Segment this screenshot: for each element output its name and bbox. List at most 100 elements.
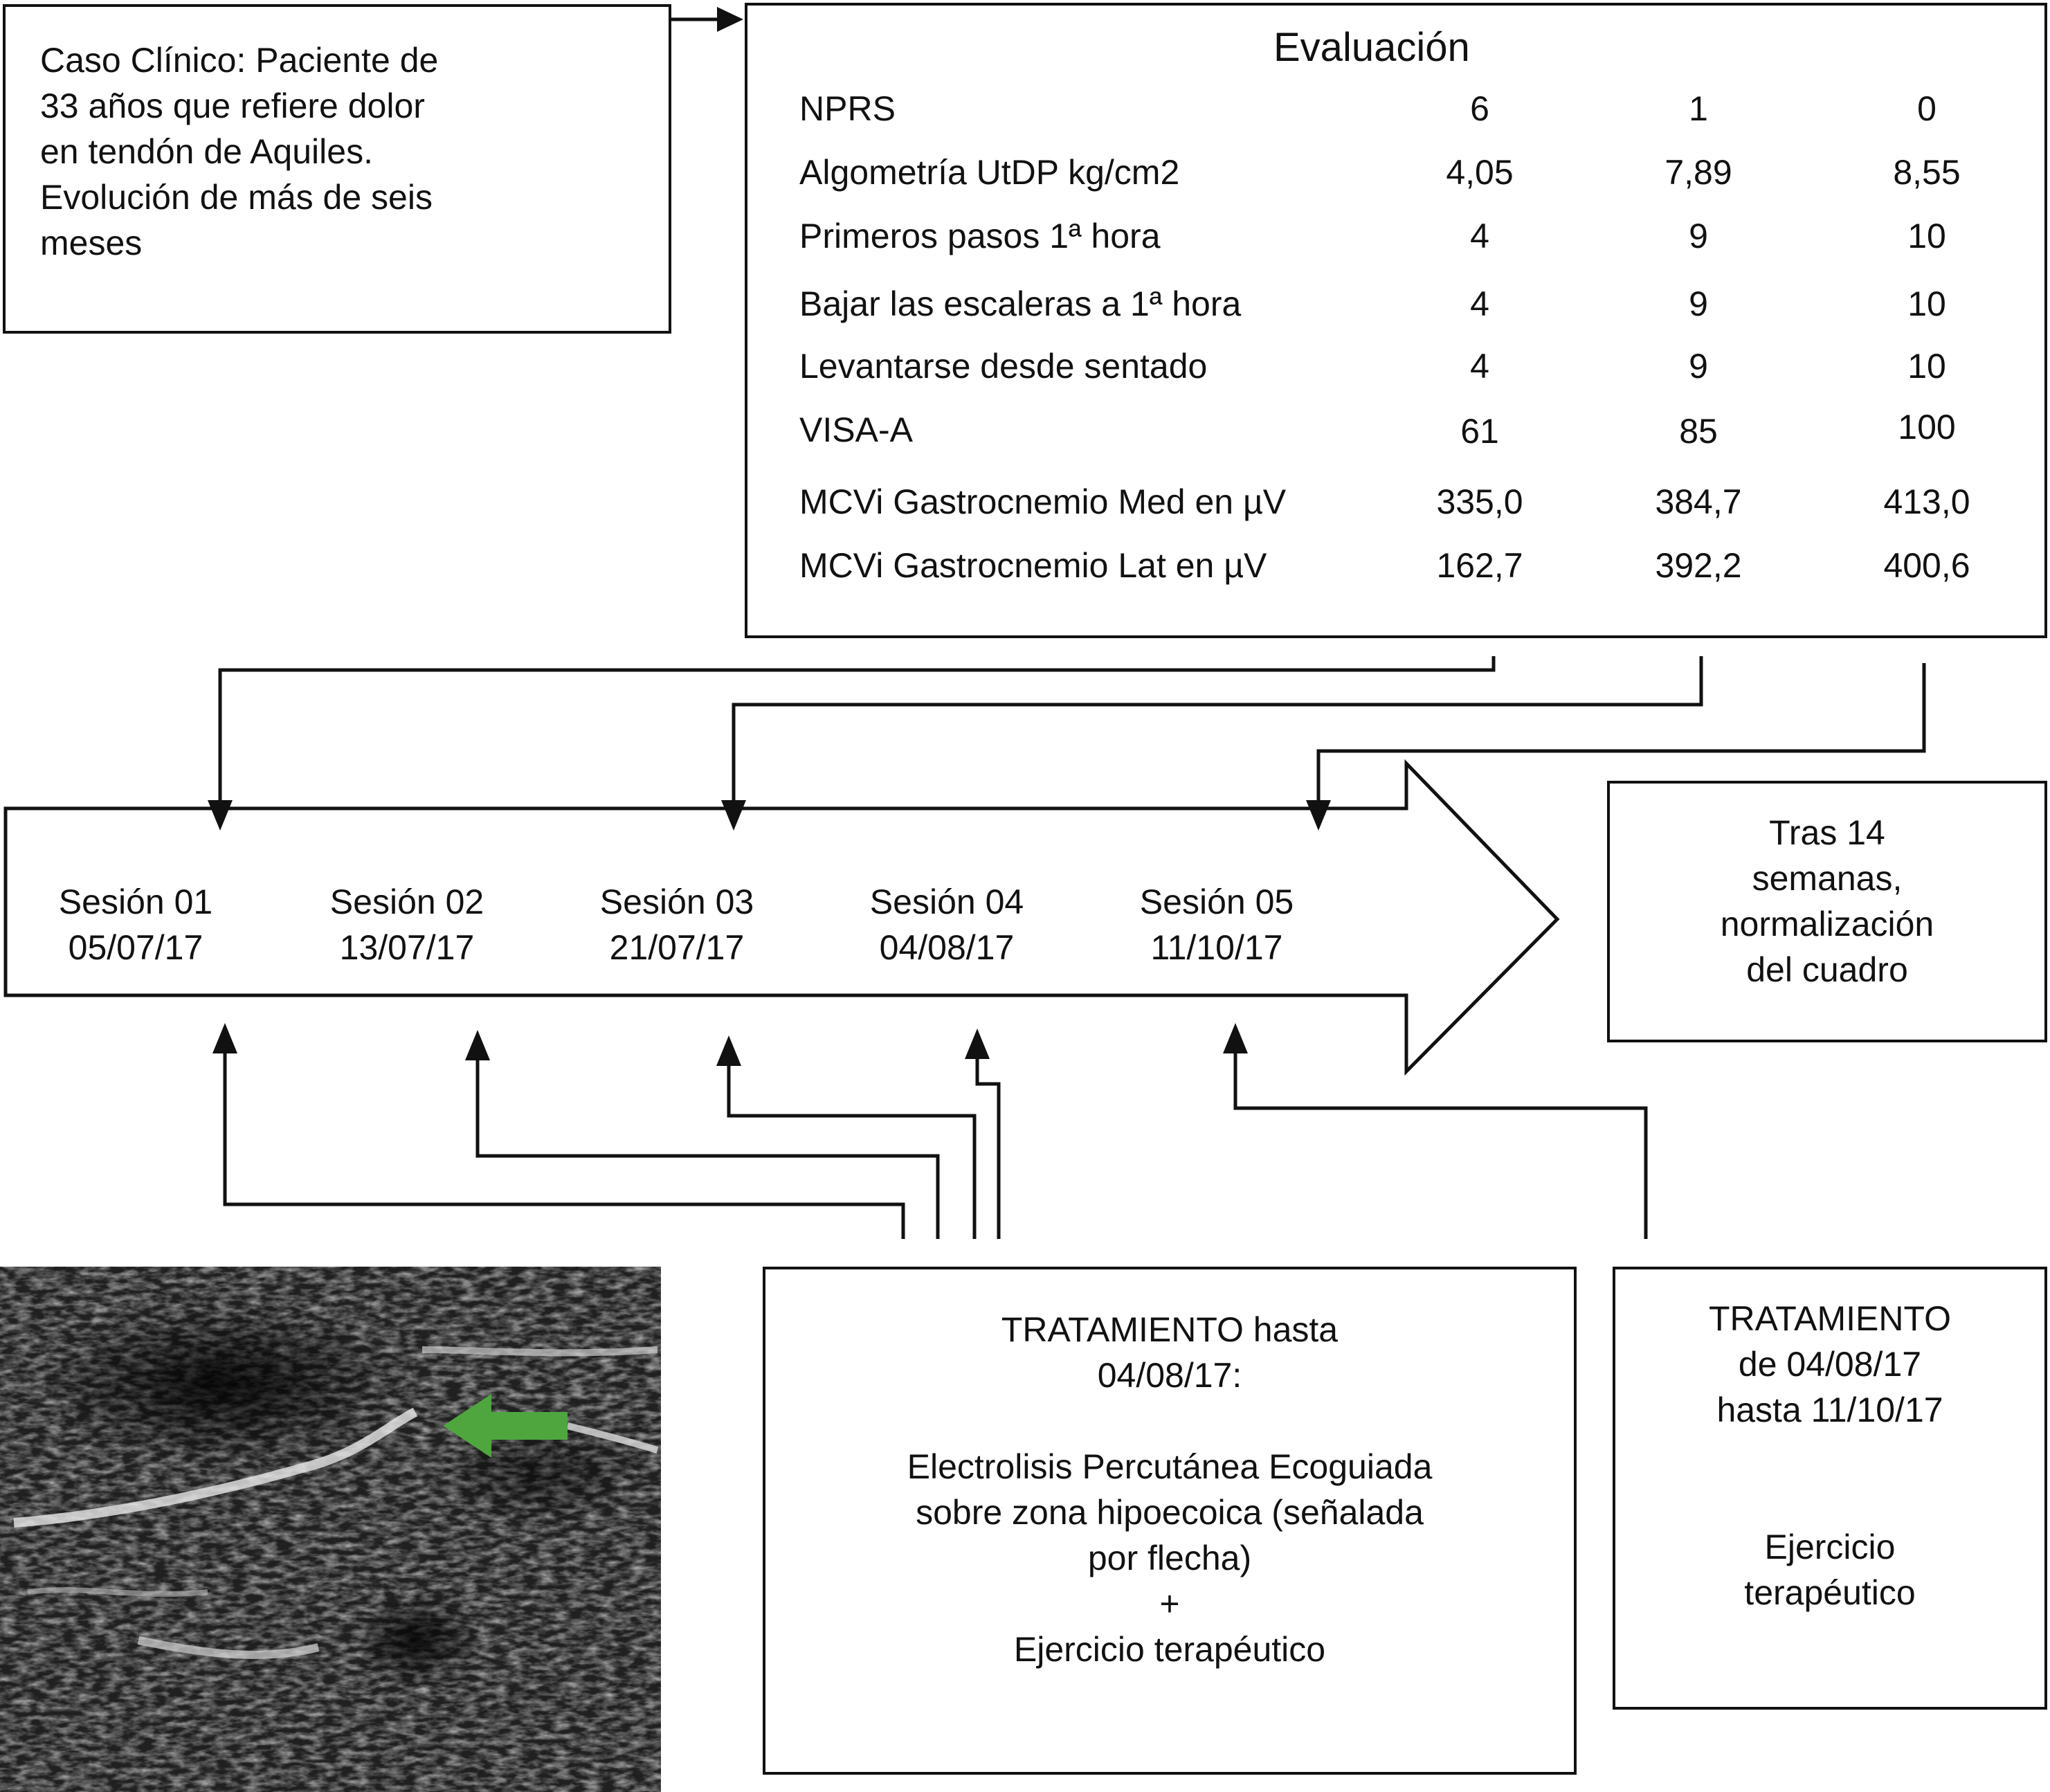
ultrasound-image [0, 1267, 661, 1792]
treatment-1-line: TRATAMIENTO hasta [1001, 1310, 1339, 1349]
evaluation-value: 9 [1689, 347, 1708, 386]
arrow-treatment1-to-session02 [475, 1059, 940, 1239]
evaluation-value: 10 [1907, 217, 1946, 255]
session-name: Sesión 02 [329, 883, 484, 921]
evaluation-row-label: Algometría UtDP kg/cm2 [799, 153, 1180, 192]
evaluation-title: Evaluación [1273, 25, 1470, 70]
outcome-text: Tras 14 semanas, normalización del cuadr… [1610, 810, 2044, 993]
evaluation-value: 85 [1679, 412, 1718, 451]
evaluation-value: 6 [1470, 89, 1489, 128]
arrowhead-session02-bottom [465, 1030, 490, 1060]
treatment-2-line: TRATAMIENTO [1709, 1299, 1951, 1338]
evaluation-value: 9 [1689, 284, 1708, 323]
session-05: Sesión 05 11/10/17 [1106, 879, 1327, 970]
case-box: Caso Clínico: Paciente de 33 años que re… [3, 4, 671, 334]
evaluation-value: 400,6 [1883, 546, 1970, 585]
session-date: 11/10/17 [1150, 928, 1283, 967]
treatment-1-line: sobre zona hipoecoica (señalada [916, 1493, 1424, 1532]
timeline-arrow [3, 759, 1560, 1076]
treatment-1-text: TRATAMIENTO hasta 04/08/17: Electrolisis… [765, 1307, 1574, 1672]
case-line: en tendón de Aquiles. [40, 132, 373, 171]
session-03: Sesión 03 21/07/17 [566, 879, 788, 970]
outcome-line: del cuadro [1746, 950, 1908, 989]
arrowhead-session04-bottom [965, 1029, 990, 1059]
arrow-treatment1-to-session01 [223, 1052, 905, 1239]
treatment-1-line: Ejercicio terapéutico [1013, 1630, 1326, 1669]
session-04: Sesión 04 04/08/17 [836, 879, 1058, 970]
session-name: Sesión 04 [869, 883, 1024, 921]
case-description: Caso Clínico: Paciente de 33 años que re… [40, 37, 438, 266]
evaluation-value: 4 [1470, 284, 1489, 323]
evaluation-value: 10 [1907, 347, 1946, 386]
evaluation-value: 7,89 [1665, 153, 1732, 192]
arrowhead-session03-top [721, 800, 746, 831]
evaluation-value: 413,0 [1883, 482, 1970, 521]
evaluation-row-label: MCVi Gastrocnemio Lat en µV [799, 546, 1267, 585]
evaluation-value: 1 [1689, 89, 1708, 128]
evaluation-value: 4 [1470, 347, 1489, 386]
treatment-2-line: hasta 11/10/17 [1716, 1391, 1943, 1429]
treatment-1-line: 04/08/17: [1097, 1356, 1242, 1395]
arrowhead-session03-bottom [716, 1035, 741, 1066]
evaluation-value: 9 [1689, 217, 1708, 255]
arrowhead-session01-top [208, 800, 233, 831]
evaluation-row-label: NPRS [799, 89, 896, 128]
arrow-eval-col3-to-session05 [1316, 663, 1926, 803]
evaluation-row-label: Levantarse desde sentado [799, 347, 1208, 386]
session-date: 05/07/17 [68, 928, 203, 967]
evaluation-value: 392,2 [1655, 546, 1742, 585]
arrow-treatment1-to-session03 [727, 1065, 977, 1239]
treatment-2-text: TRATAMIENTO de 04/08/17 hasta 11/10/17 E… [1615, 1296, 2044, 1615]
evaluation-row-label: Bajar las escaleras a 1ª hora [799, 284, 1242, 323]
case-line: 33 años que refiere dolor [40, 87, 425, 125]
arrow-eval-col1-to-session01 [218, 656, 1496, 803]
evaluation-value: 10 [1907, 284, 1946, 323]
arrowhead-session05-bottom [1223, 1023, 1248, 1053]
treatment-2-line [1615, 1433, 2044, 1478]
treatment-box-2: TRATAMIENTO de 04/08/17 hasta 11/10/17 E… [1613, 1267, 2047, 1710]
treatment-1-line: + [1159, 1584, 1180, 1623]
outcome-line: Tras 14 [1769, 813, 1885, 852]
treatment-1-line: Electrolisis Percutánea Ecoguiada [907, 1447, 1433, 1486]
outcome-line: semanas, [1752, 859, 1903, 898]
evaluation-value: 8,55 [1893, 153, 1961, 192]
session-name: Sesión 03 [599, 883, 754, 921]
session-name: Sesión 01 [58, 883, 213, 921]
arrow-eval-col2-to-session03 [732, 656, 1703, 803]
session-date: 13/07/17 [339, 928, 475, 967]
ultrasound-texture [0, 1267, 661, 1792]
treatment-box-1: TRATAMIENTO hasta 04/08/17: Electrolisis… [763, 1267, 1577, 1775]
treatment-1-line: por flecha) [1087, 1539, 1252, 1577]
session-date: 04/08/17 [879, 928, 1015, 967]
evaluation-row-label: Primeros pasos 1ª hora [799, 217, 1161, 255]
evaluation-value: 4 [1470, 217, 1489, 255]
evaluation-value: 0 [1917, 89, 1936, 128]
evaluation-value: 100 [1898, 408, 1956, 446]
treatment-2-line: Ejercicio [1764, 1528, 1896, 1566]
evaluation-value: 162,7 [1436, 546, 1523, 585]
session-date: 21/07/17 [609, 928, 745, 967]
evaluation-value: 384,7 [1655, 482, 1742, 521]
treatment-2-line [1615, 1478, 2044, 1524]
outcome-line: normalización [1720, 905, 1934, 943]
green-pointer-arrow-icon [443, 1394, 568, 1458]
case-line: Caso Clínico: Paciente de [40, 41, 439, 80]
arrowhead-session01-bottom [212, 1023, 237, 1053]
evaluation-value: 61 [1460, 412, 1499, 451]
case-line: Evolución de más de seis [40, 178, 433, 217]
session-name: Sesión 05 [1139, 883, 1294, 921]
evaluation-value: 4,05 [1446, 153, 1514, 192]
arrow-treatment2-to-session05 [1233, 1052, 1648, 1239]
arrow-treatment1-to-session04 [975, 1058, 1001, 1239]
session-02: Sesión 02 13/07/17 [296, 879, 518, 970]
arrowhead-session05-top [1306, 800, 1331, 831]
treatment-2-line: terapéutico [1744, 1573, 1916, 1612]
arrowhead-case-to-evaluation [717, 7, 743, 32]
outcome-box: Tras 14 semanas, normalización del cuadr… [1607, 781, 2047, 1042]
case-line: meses [40, 224, 143, 262]
evaluation-box [745, 3, 2047, 638]
session-01: Sesión 01 05/07/17 [25, 879, 246, 970]
evaluation-row-label: MCVi Gastrocnemio Med en µV [799, 482, 1287, 521]
evaluation-value: 335,0 [1436, 482, 1523, 521]
